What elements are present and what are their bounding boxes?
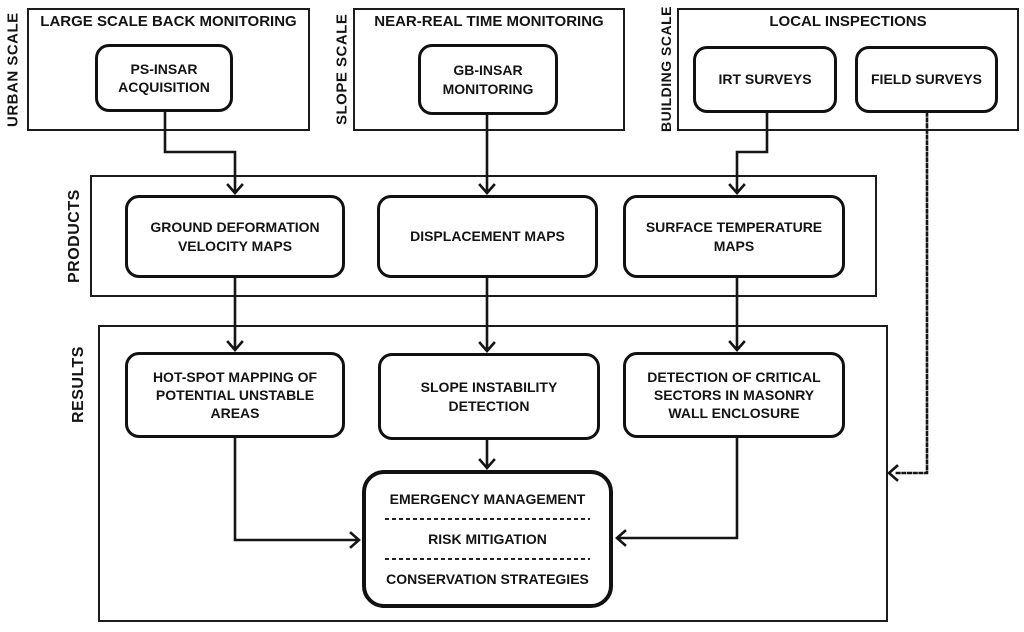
node-hotspot-mapping-label: HOT-SPOT MAPPING OF POTENTIAL UNSTABLE A… (152, 368, 318, 422)
node-ps-insar-acquisition-label: PS-INSAR ACQUISITION (118, 60, 210, 95)
node-displacement-maps-label: DISPLACEMENT MAPS (410, 228, 565, 245)
node-gb-insar-monitoring: GB-INSAR MONITORING (418, 44, 558, 115)
building-scale-panel-title: LOCAL INSPECTIONS (769, 13, 927, 30)
slope-scale-label: SLOPE SCALE (333, 13, 351, 126)
node-ground-deformation-velocity-maps: GROUND DEFORMATION VELOCITY MAPS (125, 195, 345, 278)
node-ground-deformation-velocity-maps-label: GROUND DEFORMATION VELOCITY MAPS (150, 219, 320, 254)
slope-scale-panel-title: NEAR-REAL TIME MONITORING (374, 13, 604, 30)
final-line-conservation-strategies: CONSERVATION STRATEGIES (386, 571, 589, 587)
urban-scale-label: URBAN SCALE (4, 12, 22, 127)
node-irt-surveys: IRT SURVEYS (693, 46, 837, 113)
node-slope-instability-detection-label: SLOPE INSTABILITY DETECTION (420, 379, 558, 414)
node-detection-critical-sectors: DETECTION OF CRITICAL SECTORS IN MASONRY… (623, 352, 845, 438)
node-gb-insar-monitoring-label: GB-INSAR MONITORING (442, 62, 534, 97)
arrow-field-surveys-to-results-dotted (893, 111, 929, 475)
node-displacement-maps: DISPLACEMENT MAPS (377, 195, 598, 278)
results-label: RESULTS (70, 346, 87, 424)
node-detection-critical-sectors-label: DETECTION OF CRITICAL SECTORS IN MASONRY… (647, 368, 821, 422)
final-line-emergency-management: EMERGENCY MANAGEMENT (389, 491, 586, 507)
node-irt-surveys-label: IRT SURVEYS (718, 71, 812, 88)
arrowhead-field-surveys-to-results (887, 464, 899, 482)
dashed-divider (384, 518, 591, 520)
node-final-strategies: EMERGENCY MANAGEMENT RISK MITIGATION CON… (362, 470, 613, 608)
node-surface-temperature-maps: SURFACE TEMPERATURE MAPS (623, 195, 845, 278)
final-line-risk-mitigation: RISK MITIGATION (428, 531, 547, 547)
node-ps-insar-acquisition: PS-INSAR ACQUISITION (95, 44, 233, 112)
products-label: PRODUCTS (66, 189, 83, 283)
node-hotspot-mapping: HOT-SPOT MAPPING OF POTENTIAL UNSTABLE A… (125, 352, 345, 438)
dashed-divider (384, 558, 591, 560)
node-field-surveys-label: FIELD SURVEYS (871, 71, 982, 88)
urban-scale-panel-title: LARGE SCALE BACK MONITORING (40, 13, 297, 30)
node-slope-instability-detection: SLOPE INSTABILITY DETECTION (378, 353, 600, 440)
node-surface-temperature-maps-label: SURFACE TEMPERATURE MAPS (645, 219, 823, 254)
building-scale-label: BUILDING SCALE (658, 6, 674, 133)
node-field-surveys: FIELD SURVEYS (855, 46, 998, 113)
